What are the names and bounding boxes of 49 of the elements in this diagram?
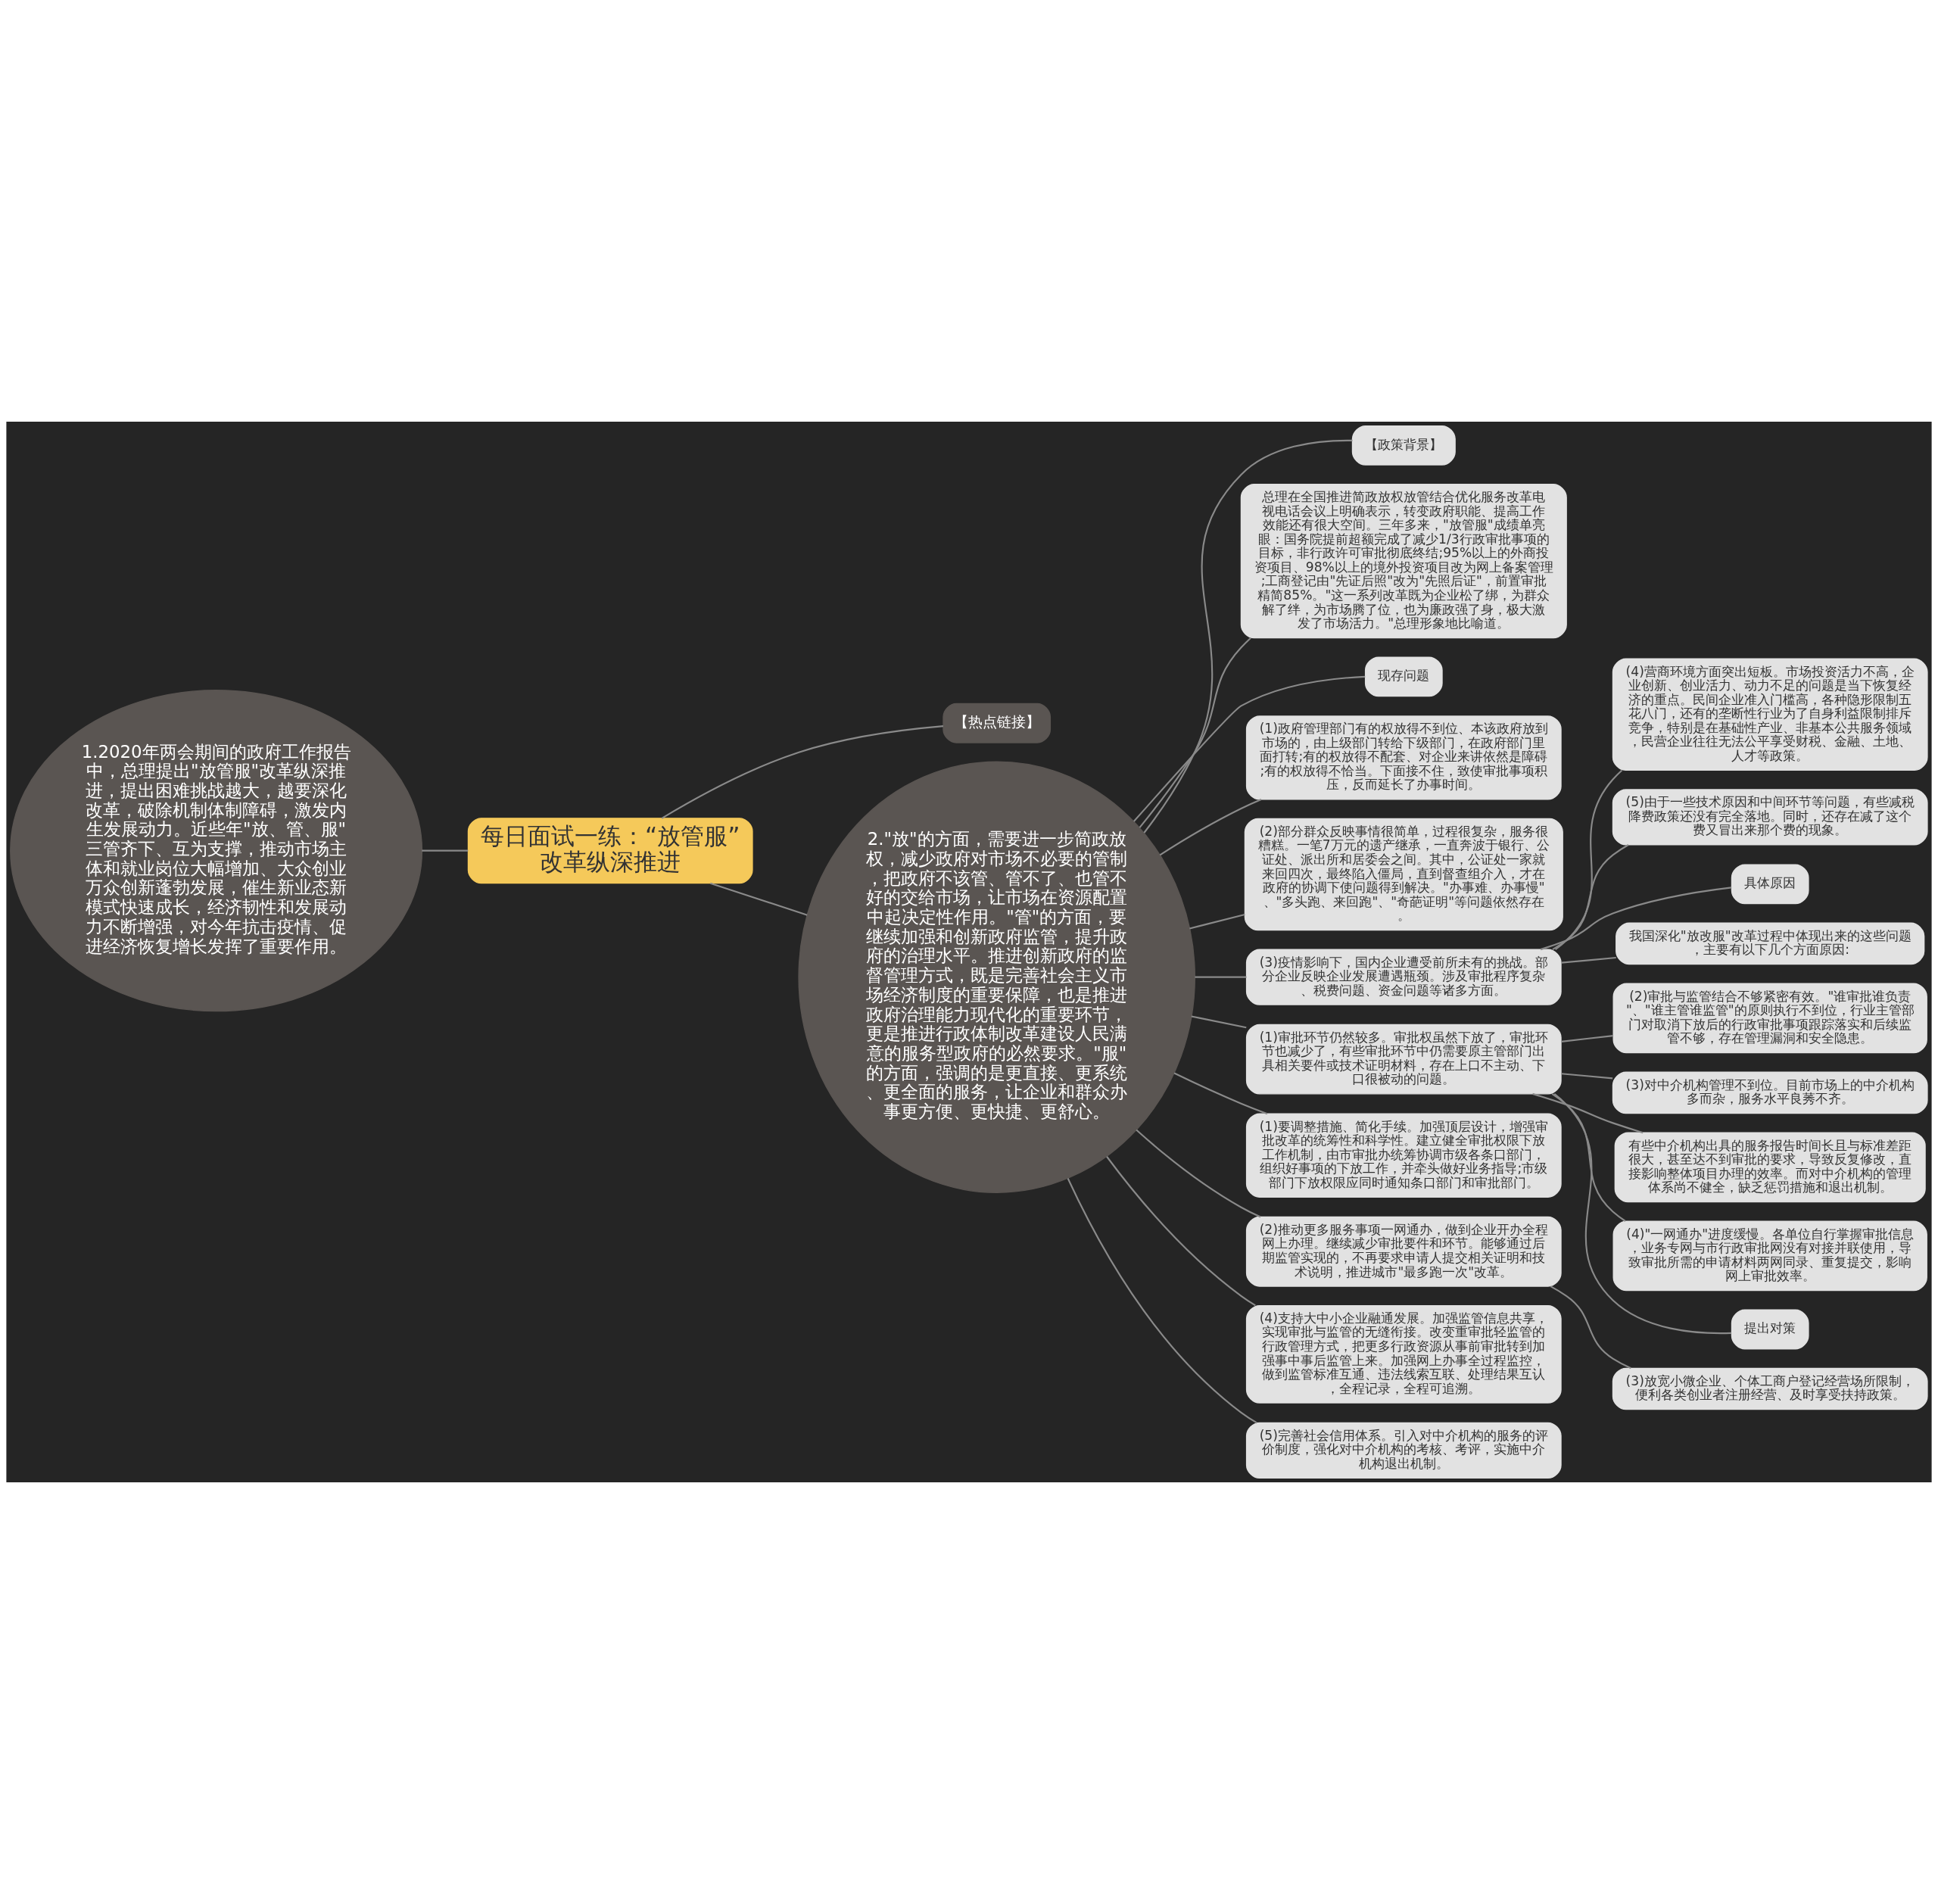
connector <box>1561 1035 1614 1042</box>
connector <box>1561 1073 1613 1080</box>
connector <box>1106 1156 1256 1307</box>
connector <box>1189 913 1245 930</box>
connector <box>1553 1093 1732 1335</box>
node-box: (2)部分群众反映事情很简单，过程很复杂，服务很糟糕。一笔7万元的遗产继承，一直奔波于银行、公证处、派出所和居委会之间。其中，公证处一家就来回四次，最终陷入僵局，直到督查组介入，才在政府的协调下使问题得到解决。"办事难、办事慢"、"多头跑、来回跑"、"奇葩证明"等问题依然存在。 <box>1244 818 1563 931</box>
node-box: (4)支持大中小企业融通发展。加强监管信息共享，实现审批与监管的无缝衔接。改变重审批轻监管的行政管理方式，把更多行政资源从事前审批转到加强事中事后监管上来。加强网上办事全过程监控，做到监管标准互通、违法线索互联、处理结果互认，全程记录，全程可追溯。 <box>1245 1304 1562 1404</box>
node-box: 【热点链接】 <box>943 703 1052 743</box>
connector <box>1159 799 1262 856</box>
connector <box>661 725 944 819</box>
node-box: (1)要调整措施、简化手续。加强顶层设计，增强审批改革的统筹性和科学性。建立健全审批权限下放工作机制，由市审批办统筹协调市级各条口部门，组织好事项的下放工作，并牵头做好业务指导;市级部门下放权限应同时通知条口部门和审批部门。 <box>1245 1113 1562 1198</box>
connector <box>1133 675 1366 822</box>
node-box: (2)审批与监管结合不够紧密有效。"谁审批谁负责"、"谁主管谁监管"的原则执行不到位，行业主管部门对取消下放后的行政审批事项跟踪落实和后续监管不够，存在管理漏洞和安全隐患。 <box>1612 983 1927 1054</box>
connector <box>1191 1015 1247 1029</box>
connector <box>1136 1129 1261 1218</box>
connector <box>1561 956 1616 964</box>
node-box: 现存问题 <box>1364 656 1443 697</box>
node-box: 每日面试一练：“放管服”改革纵深推进 <box>467 818 753 884</box>
node-box: (4)营商环境方面突出短板。市场投资活力不高，企业创新、创业活力、动力不足的问题是当下恢复经济的重点。民间企业准入门槛高，各种隐形限制五花八门，还有的垄断性行业为了自身利益限制排斥竞争，特别是在基础性产业、非基本公共服务领域，民营企业往往无法公平享受财税、金融、土地、人才等政策。 <box>1612 658 1928 771</box>
node-box: 我国深化"放改服"改革过程中体现出来的这些问题，主要有以下几个方面原因: <box>1616 922 1925 965</box>
node-circle: 2."放"的方面，需要进一步简政放权，减少政府对市场不必要的管制，把政府不该管、管不了、也管不好的交给市场，让市场在资源配置中起决定性作用。"管"的方面，要继续加强和创新政府监管，提升政府的治理水平。推进创新政府的监督管理方式，既是完善社会主义市场经济制度的重要保障，也是推进政府治理能力现代化的重要环节，更是推进行政体制改革建设人民满意的服务型政府的必然要求。"服"的方面，强调的是更直接、更系统、更全面的服务，让企业和群众办事更方便、更快捷、更舒心。 <box>798 761 1196 1193</box>
connector <box>1550 1285 1631 1370</box>
node-box: (3)放宽小微企业、个体工商户登记经营场所限制，便利各类创业者注册经营、及时享受扶持政策。 <box>1612 1367 1928 1410</box>
node-box: 【政策背景】 <box>1351 425 1456 466</box>
connector <box>1173 1072 1268 1115</box>
node-box: (3)疫情影响下，国内企业遭受前所未有的挑战。部分企业反映企业发展遭遇瓶颈。涉及审批程序复杂、税费问题、资金问题等诸多方面。 <box>1245 949 1562 1005</box>
node-box: (1)审批环节仍然较多。审批权虽然下放了，审批环节也减少了，有些审批环节中仍需要原主管部门出具相关要件或技术证明材料，存在上口不主动、下口很被动的问题。 <box>1245 1024 1562 1095</box>
node-box: (4)"一网通办"进度缓慢。各单位自行掌握审批信息，业务专网与市行政审批网没有对接并联使用，导致审批所需的申请材料两网同录、重复提交，影响网上审批效率。 <box>1612 1220 1927 1292</box>
connector <box>1551 1092 1626 1222</box>
node-box: (3)对中介机构管理不到位。目前市场上的中介机构多而杂，服务水平良莠不齐。 <box>1612 1071 1928 1114</box>
node-box: (5)完善社会信用体系。引入对中介机构的服务的评价制度，强化对中介机构的考核、考评，实施中介机构退出机制。 <box>1245 1422 1562 1479</box>
connector <box>1552 844 1629 951</box>
node-box: 有些中介机构出具的服务报告时间长且与标准差距很大，甚至达不到审批的要求，导致反复修改，直接影响整体项目办理的效率。而对中介机构的管理体系尚不健全，缺乏惩罚措施和退出机制。 <box>1614 1132 1926 1203</box>
node-box: 具体原因 <box>1731 864 1809 905</box>
connector <box>1532 1092 1644 1134</box>
node-box: (5)由于一些技术原因和中间环节等问题，有些减税降费政策还没有完全落地。同时，还存在减了这个费又冒出来那个费的现象。 <box>1612 789 1928 846</box>
connector <box>710 882 808 916</box>
connector <box>1540 887 1732 951</box>
node-box: 提出对策 <box>1731 1309 1809 1350</box>
node-box: (2)推动更多服务事项一网通办，做到企业开办全程网上办理。继续减少审批要件和环节。能够通过后期监管实现的，不再要求申请人提交相关证明和技术说明，推进城市"最多跑一次"改革。 <box>1245 1216 1562 1287</box>
connector <box>422 849 469 852</box>
connector <box>1139 637 1251 828</box>
node-ellipse: 1.2020年两会期间的政府工作报告中，总理提出"放管服"改革纵深推进，提出困难挑战越大，越要深化改革，破除机制体制障碍，激发内生发展动力。近些年"放、管、服"三管齐下、互为支撑，推动市场主体和就业岗位大幅增加、大众创业万众创新蓬勃发展，催生新业态新模式快速成长，经济韧性和发展动力不断增强，对今年抗击疫情、促进经济恢复增长发挥了重要作用。 <box>10 690 423 1012</box>
node-box: 总理在全国推进简政放权放管结合优化服务改革电视电话会议上明确表示，转变政府职能、提高工作效能还有很大空间。三年多来，"放管服"成绩单亮眼：国务院提前超额完成了减少1/3行政审批事项的目标，非行政许可审批彻底终结;95%以上的外商投资项目、98%以上的境外投资项目改为网上备案管理;工商登记由"先证后照"改为"先照后证"，前置审批精简85%。"这一系列改革既为企业松了绑，为群众解了绊，为市场腾了位，也为廉政强了身，极大激发了市场活力。"总理形象地比喻道。 <box>1240 484 1567 639</box>
connector <box>1143 439 1353 834</box>
node-box: (1)政府管理部门有的权放得不到位、本该政府放到市场的，由上级部门转给下级部门，在政府部门里面打转;有的权放得不配套、对企业来讲依然是障碍;有的权放得不恰当。下面接不住，致使审批事项积压，反而延长了办事时间。 <box>1245 715 1562 800</box>
connector <box>1195 976 1247 978</box>
connector <box>1067 1178 1257 1424</box>
connector <box>1555 769 1623 950</box>
